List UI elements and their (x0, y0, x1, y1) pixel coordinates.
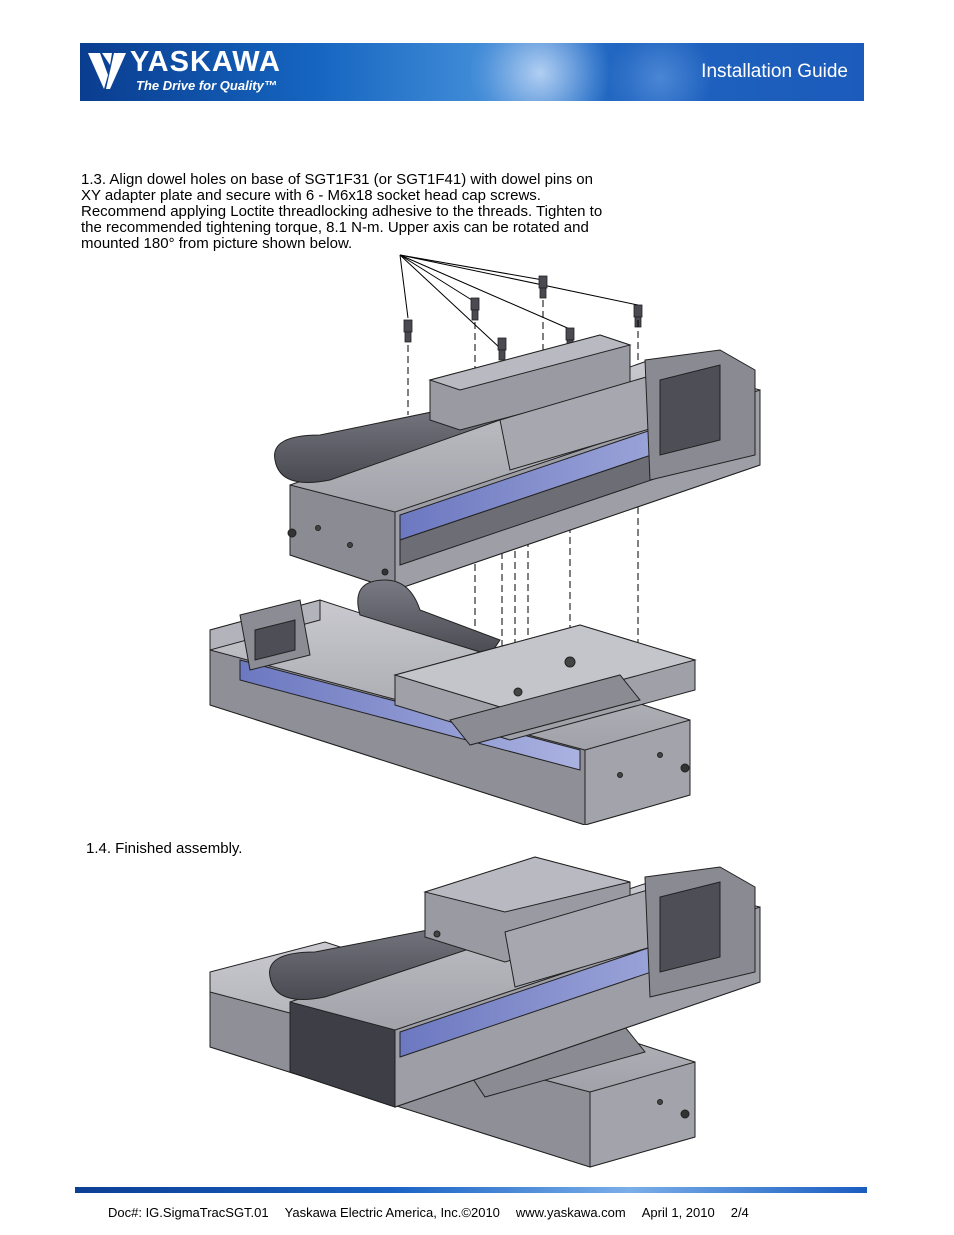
banner-highlight-2 (600, 43, 720, 101)
text-line: the recommended tightening torque, 8.1 N… (81, 219, 589, 236)
yaskawa-logo-icon (88, 53, 126, 89)
footer: Doc#: IG.SigmaTracSGT.01 Yaskawa Electric… (108, 1205, 765, 1220)
banner-highlight (460, 43, 620, 101)
footer-doc-number: Doc#: IG.SigmaTracSGT.01 (108, 1205, 269, 1220)
footer-website[interactable]: www.yaskawa.com (515, 1205, 626, 1220)
step-1-4-text: 1.4. Finished assembly. (86, 840, 243, 857)
logo-wordmark: YASKAWA (130, 46, 281, 78)
footer-company: Yaskawa Electric America, Inc.©2010 (284, 1205, 500, 1220)
footer-page-number: 2/4 (730, 1205, 749, 1220)
header-banner: YASKAWA The Drive for Quality™ Installat… (80, 43, 864, 101)
footer-rule (75, 1187, 867, 1193)
text-line: mounted 180° from picture shown below. (81, 235, 353, 252)
exploded-assembly-drawing (209, 254, 761, 825)
text-line: XY adapter plate and secure with 6 - M6x… (81, 187, 541, 204)
footer-date: April 1, 2010 (641, 1205, 715, 1220)
finished-assembly-drawing (209, 856, 761, 1168)
logo-tagline: The Drive for Quality™ (136, 78, 277, 93)
text-line: 1.3. Align dowel holes on base of SGT1F3… (81, 171, 593, 188)
document-title: Installation Guide (701, 61, 848, 82)
text-line: Recommend applying Loctite threadlocking… (81, 203, 603, 220)
step-1-3-text: 1.3. Align dowel holes on base of SGT1F3… (81, 172, 701, 252)
